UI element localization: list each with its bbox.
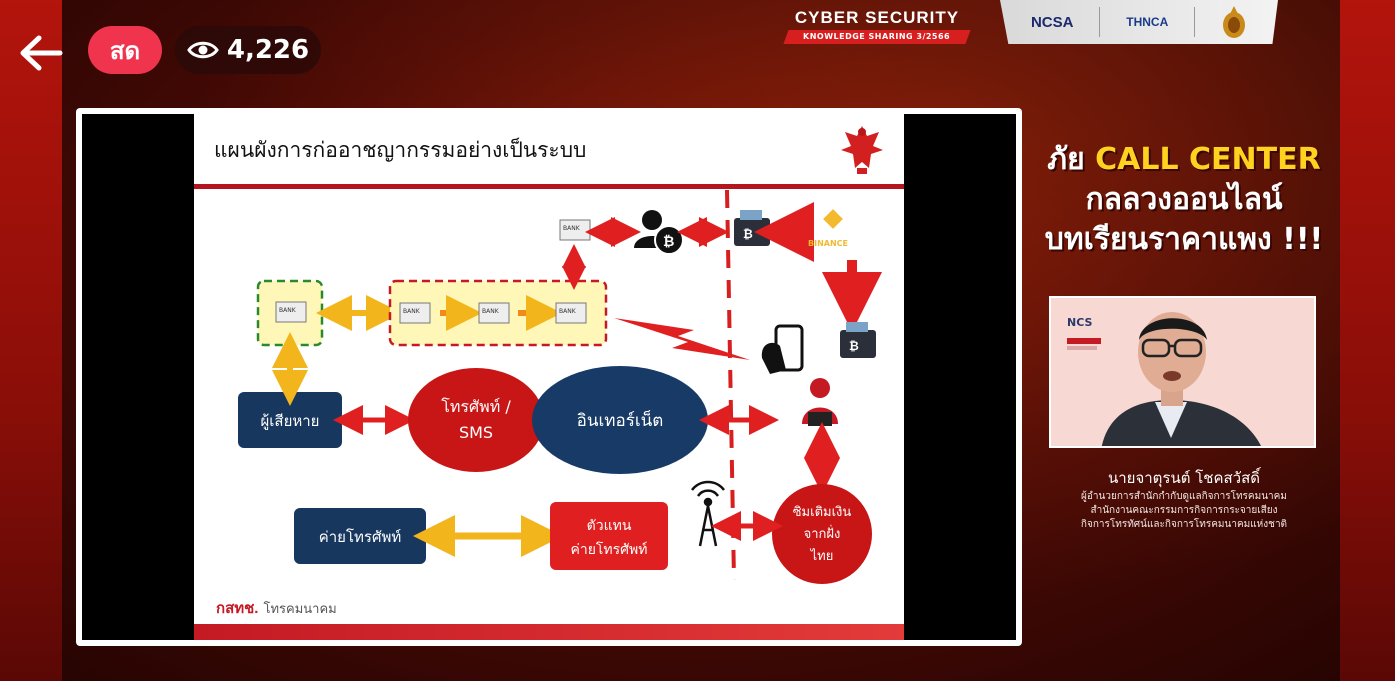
victim-label: ผู้เสียหาย	[261, 412, 320, 430]
bitcoin-trader-icon: ₿	[634, 210, 684, 255]
bank-card-label: BANK	[563, 225, 581, 232]
svg-text:NCS: NCS	[1067, 316, 1092, 329]
sponsor-logo-strip: NCSA THNCA	[1000, 0, 1278, 44]
back-button[interactable]	[16, 28, 66, 78]
phone-sms-label-1: โทรศัพท์ /	[441, 397, 511, 416]
slide-page: แผนผังการก่ออาชญากรรมอย่างเป็นระบบ	[194, 114, 904, 640]
sim-label-3: ไทย	[810, 548, 834, 564]
bank-card-icon: BANK	[275, 301, 307, 323]
lightning-bolt-icon	[614, 318, 750, 360]
headline: ภัย CALL CENTER กลลวงออนไลน์ บทเรียนราคา…	[1040, 140, 1328, 260]
viewer-count: 4,226	[226, 35, 310, 65]
telco-label: ค่ายโทรศัพท์	[319, 528, 402, 546]
presentation-slide: แผนผังการก่ออาชญากรรมอย่างเป็นระบบ	[76, 108, 1022, 646]
slide-title: แผนผังการก่ออาชญากรรมอย่างเป็นระบบ	[214, 138, 587, 162]
internet-node	[532, 366, 708, 474]
victim-node	[238, 392, 342, 448]
bank-card-label: BANK	[279, 307, 297, 314]
crime-flow-diagram: BANK BANK BANK BANK BANK	[238, 190, 882, 584]
event-subtitle-bar: KNOWLEDGE SHARING 3/2566	[783, 30, 971, 44]
slide-title-divider	[194, 184, 904, 189]
logo-divider	[1194, 7, 1196, 37]
internet-label: อินเทอร์เน็ต	[577, 409, 664, 431]
crypto-wallet-icon: ₿	[734, 210, 770, 246]
sim-label-1: ซิมเติมเงิน	[793, 505, 852, 520]
bank-card-label: BANK	[559, 308, 577, 315]
sim-label-2: จากฝั่ง	[804, 525, 841, 542]
agent-label-2: ค่ายโทรศัพท์	[570, 541, 647, 558]
nbtc-logo: กสทช.	[216, 600, 259, 617]
bank-card-icon: BANK	[478, 302, 510, 324]
speaker-role: ผู้อำนวยการสำนักกำกับดูแลกิจการโทรคมนาคม…	[1040, 490, 1328, 532]
slide-footer-bar	[194, 624, 904, 640]
event-subtitle: KNOWLEDGE SHARING 3/2566	[803, 32, 951, 41]
speaker-role-line: สำนักงานคณะกรรมการกิจการกระจายเสียง	[1090, 505, 1278, 516]
slide-footer-logo: กสทช. โทรคมนาคม	[216, 596, 337, 620]
speaker-name: นายจาตุรนต์ โชคสวัสดิ์	[1108, 469, 1260, 487]
headline-call-center: CALL CENTER	[1095, 142, 1321, 177]
bank-card-icon: BANK	[399, 302, 431, 324]
event-title: CYBER SECURITY	[794, 8, 960, 27]
slide-letterbox: แผนผังการก่ออาชญากรรมอย่างเป็นระบบ	[82, 114, 1016, 640]
arrow-left-icon	[20, 35, 63, 71]
bank-card-icon: BANK	[555, 302, 587, 324]
thai-sim-node	[772, 484, 872, 584]
speaker-role-line: กิจการโทรทัศน์และกิจการโทรคมนาคมแห่งชาติ	[1080, 519, 1288, 530]
telco-agent-node	[550, 502, 668, 570]
svg-text:₿: ₿	[663, 234, 674, 250]
logo-divider	[1099, 7, 1101, 37]
speaker-role-line: ผู้อำนวยการสำนักกำกับดูแลกิจการโทรคมนาคม	[1081, 491, 1287, 502]
phone-sms-label-2: SMS	[459, 423, 493, 442]
event-banner: CYBER SECURITY KNOWLEDGE SHARING 3/2566	[783, 8, 971, 44]
emblem-icon	[1223, 6, 1246, 38]
headline-line-2: กลลวงออนไลน์	[1085, 182, 1283, 217]
thnca-logo: THNCA	[1126, 15, 1169, 29]
binance-label: BINANCE	[808, 239, 848, 248]
border-dashed-line	[725, 190, 736, 581]
background-edge-left	[0, 0, 62, 681]
crypto-wallet-icon: ₿	[840, 322, 876, 358]
speaker-video: NCS	[1049, 296, 1316, 448]
agent-label-1: ตัวแทน	[587, 518, 632, 534]
phone-in-hand-icon	[761, 324, 804, 374]
headline-word-1: ภัย	[1047, 142, 1085, 177]
telco-node	[294, 508, 426, 564]
hacker-icon	[802, 378, 838, 426]
speaker-portrait: NCS	[1051, 298, 1314, 446]
bank-card-label: BANK	[482, 308, 500, 315]
cell-tower-icon	[691, 480, 725, 547]
nbtc-logo-text: โทรคมนาคม	[263, 602, 337, 617]
svg-text:₿: ₿	[743, 227, 753, 241]
headline-line-3: บทเรียนราคาแพง !!!	[1044, 222, 1324, 257]
bank-card-icon: BANK	[559, 219, 591, 241]
live-badge: สด	[88, 26, 162, 74]
bank-card-label: BANK	[403, 308, 421, 315]
garuda-emblem-icon	[841, 126, 883, 174]
phone-sms-node	[408, 368, 544, 472]
binance-logo: BINANCE	[808, 209, 848, 248]
ncsa-logo: NCSA	[1030, 13, 1074, 31]
svg-text:₿: ₿	[849, 339, 859, 353]
eye-icon	[187, 41, 219, 59]
background-edge-right	[1340, 0, 1395, 681]
viewer-count-badge: 4,226	[175, 26, 321, 74]
